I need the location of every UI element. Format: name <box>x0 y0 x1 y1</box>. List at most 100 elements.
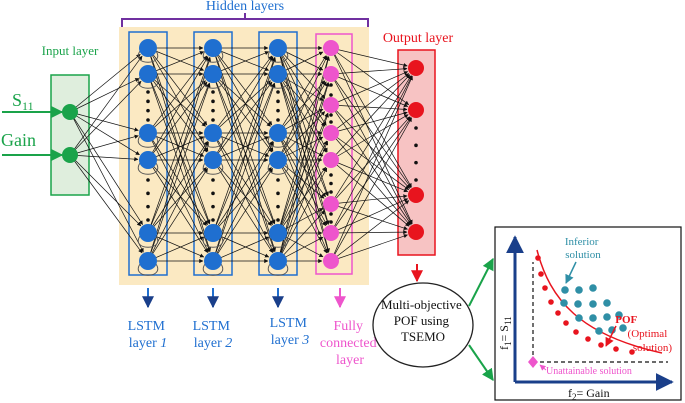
recurrent-loop <box>267 235 289 248</box>
connection-edge <box>147 47 209 152</box>
recurrent-loop <box>137 50 159 63</box>
fc-line1: Fully <box>333 319 363 334</box>
pof-y-label: f1= S11 <box>497 316 513 350</box>
inferior-point <box>575 286 583 294</box>
output-node <box>408 187 424 203</box>
ellipsis-dot <box>414 126 418 130</box>
input-s11-sub: 11 <box>22 99 34 113</box>
lstm3-node <box>269 252 287 270</box>
connection-edge <box>147 132 208 225</box>
ellipsis-dot <box>146 218 150 222</box>
lstm-2-label: LSTM layer 2 <box>193 319 234 351</box>
connection-edge <box>147 167 207 234</box>
connection-edge <box>69 111 139 132</box>
connection-edge <box>330 159 410 227</box>
input-node <box>62 104 78 120</box>
ellipsis-dot <box>329 190 333 194</box>
connection-edge <box>330 66 408 75</box>
ellipsis-dot <box>276 178 280 182</box>
connection-edge <box>69 55 143 156</box>
ellipsis-dot <box>276 99 280 104</box>
connection-edge <box>212 159 273 253</box>
connection-edge <box>330 47 412 188</box>
fc-label: Fully connected layer <box>320 319 380 368</box>
recurrent-loop <box>267 76 289 89</box>
connection-edge <box>212 236 270 262</box>
recurrent-loop <box>267 263 289 276</box>
connection-edge <box>212 55 273 134</box>
connection-edge <box>212 73 275 225</box>
fc-node <box>323 66 339 82</box>
lstm3-node <box>269 124 287 142</box>
unattainable-pointer-arrow <box>539 364 547 371</box>
ellipsis-dot <box>276 108 280 113</box>
lstm1-node <box>139 224 157 242</box>
ellipsis-dot <box>414 160 418 165</box>
connection-edge <box>212 51 270 75</box>
pof-point <box>563 320 569 326</box>
connection-edge <box>212 167 272 234</box>
recurrent-loop <box>137 162 159 175</box>
connection-edge <box>147 73 208 153</box>
recurrent-loop <box>137 263 159 276</box>
ellipsis-dot <box>146 204 150 209</box>
connection-edge <box>212 47 274 152</box>
connection-edge <box>212 168 273 262</box>
pof-point <box>542 285 548 291</box>
connection-edge <box>69 80 142 156</box>
lstm2-node <box>204 252 222 270</box>
lstm-1-label: LSTM layer 1 <box>128 319 169 351</box>
lstm-3-line1: LSTM <box>270 316 308 331</box>
connection-edge <box>147 55 208 134</box>
connection-edge <box>147 51 205 75</box>
connection-edge <box>330 104 411 189</box>
fc-node <box>323 97 339 113</box>
connection-edge <box>147 136 205 161</box>
ellipsis-dot <box>414 178 418 182</box>
lstm-1-line2: layer 1 <box>129 336 167 351</box>
fc-node <box>323 225 339 241</box>
connection-edge <box>69 154 139 162</box>
lstm2-node <box>204 65 222 83</box>
ellipsis-dot <box>329 83 333 87</box>
network-nodes <box>62 39 424 270</box>
connection-edge <box>330 73 410 134</box>
ellipsis-dot <box>276 90 280 94</box>
connection-edge <box>147 80 206 134</box>
connection-edge <box>212 159 272 226</box>
ellipsis-dot <box>211 178 215 182</box>
ellipsis-dot <box>211 118 215 122</box>
lstm1-node <box>139 39 157 57</box>
mo-line2: POF using <box>394 313 450 328</box>
connection-edge <box>277 140 328 234</box>
lstm3-node <box>269 65 287 83</box>
lstm3-node <box>269 39 287 57</box>
lstm1-node <box>139 65 157 83</box>
connection-edge <box>147 57 212 262</box>
connection-edge <box>212 47 270 71</box>
connection-edge <box>277 132 328 226</box>
fc-node <box>323 125 339 141</box>
mo-line1: Multi-objective <box>381 297 462 312</box>
multi-objective-ellipse <box>372 282 474 368</box>
connection-edge <box>212 132 270 157</box>
inferior-point <box>603 313 611 321</box>
recurrent-loop <box>137 76 159 89</box>
ellipsis-dot <box>211 218 215 222</box>
ellipsis-dot <box>146 191 150 196</box>
mo-to-plot-arrow-down <box>468 344 494 381</box>
ellipsis-dot <box>276 191 280 196</box>
connection-edge <box>330 234 408 262</box>
mo-line3: TSEMO <box>401 329 445 344</box>
inferior-point <box>589 300 597 308</box>
connection-edge <box>330 200 410 262</box>
mo-to-plot-arrow-up <box>468 257 494 307</box>
inferior-point <box>595 327 603 335</box>
output-layer-box <box>397 49 436 256</box>
connection-edge <box>277 111 326 161</box>
inferior-point <box>561 286 569 294</box>
connection-edge <box>330 75 412 205</box>
lstm3-node <box>269 151 287 169</box>
fully-connected-layer-box <box>315 33 353 275</box>
ellipsis-dot <box>329 120 333 124</box>
